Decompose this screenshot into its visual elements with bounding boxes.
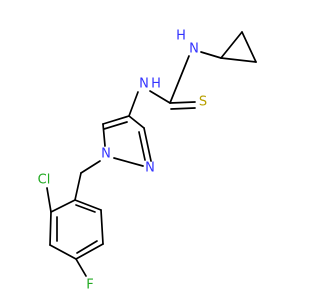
bond-c5-n1: [102, 123, 106, 147]
atom-n-thioamide: N H: [139, 77, 161, 92]
bond-benzene-2: [49, 211, 52, 246]
atom-fluorine: F: [86, 278, 93, 293]
bond-benzene-3: [49, 244, 77, 260]
bond-benzene-6: [74, 199, 102, 211]
atom-s-thione: S: [199, 95, 207, 110]
bond-c-f: [75, 258, 87, 277]
structure-canvas: N H N H S N N Cl F: [38, 29, 257, 293]
bond-c3-c4: [128, 115, 145, 129]
bond-cyclopropyl-2: [241, 31, 257, 63]
bond-benzene-4: [75, 243, 104, 260]
bond-benzene-1: [50, 199, 76, 213]
bond-n-thioamide-c: [149, 90, 171, 104]
bond-cyclopropyl-1: [220, 31, 243, 59]
bond-c4-n-thioamide: [128, 91, 139, 117]
bond-n2-c3-b: [138, 131, 146, 161]
bond-c-thione-b: [170, 107, 196, 110]
bond-n2-c3-a: [143, 127, 152, 162]
bond-c4-c5-b: [103, 121, 128, 130]
atom-n-cyclopropyl: N H: [176, 29, 199, 57]
bond-c-n-cyclopropyl: [169, 55, 190, 104]
n-thioamide-hydrogen: H: [151, 77, 161, 92]
bond-benzene-inner-3: [75, 204, 96, 213]
n-cyclopropyl-symbol: N: [189, 42, 199, 57]
atom-chlorine: Cl: [38, 173, 51, 188]
bond-cyclopropyl-3: [220, 57, 257, 63]
bond-c-thione-a: [169, 101, 196, 104]
bond-benzene-inner-2: [76, 240, 98, 254]
bond-n-cyclopropyl-ring: [200, 51, 222, 59]
bond-c-cl: [46, 187, 52, 213]
molecule-structure: N H N H S N N Cl F: [38, 29, 257, 293]
bond-ch2-ring: [74, 172, 82, 201]
bond-c4-c5-a: [102, 115, 130, 125]
bond-layer: [46, 31, 257, 277]
n-cyclopropyl-hydrogen: H: [176, 29, 186, 44]
atom-n-pyrazole-2: N: [145, 161, 155, 176]
atom-n-pyrazole-1: N: [101, 147, 111, 162]
n-thioamide-symbol: N: [139, 77, 149, 92]
bond-benzene-5: [100, 209, 104, 245]
bond-n1-n2: [113, 157, 144, 167]
bond-n1-ch2: [80, 160, 101, 174]
